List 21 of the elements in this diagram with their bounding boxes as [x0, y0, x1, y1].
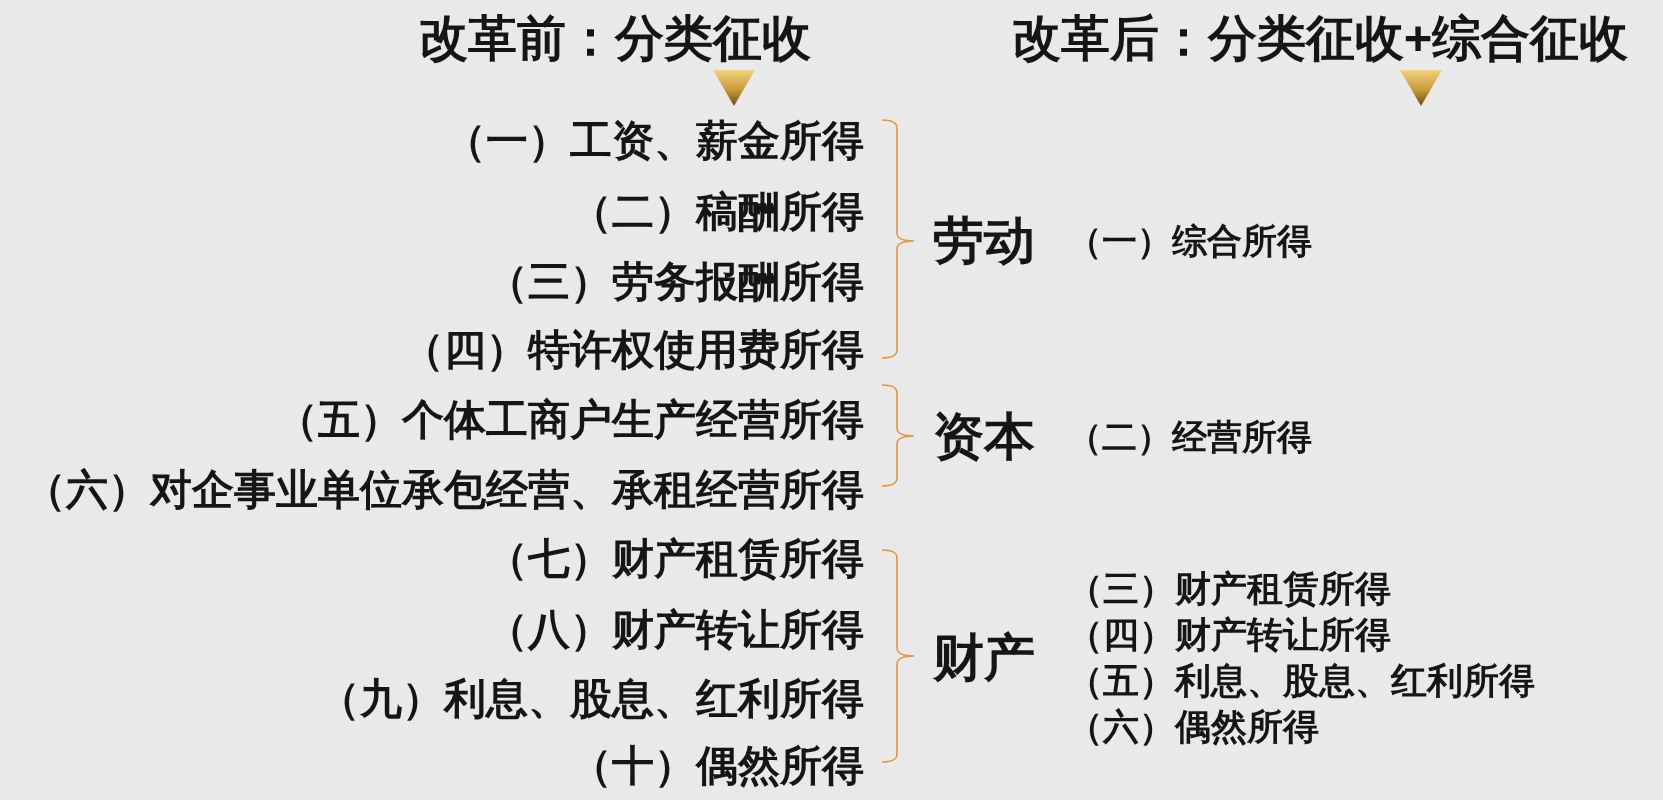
- income-item: （一）工资、薪金所得: [444, 117, 864, 165]
- category-label: 财产: [933, 629, 1035, 687]
- column-heading: 改革前：分类征收: [419, 10, 811, 66]
- income-item: （三）劳务报酬所得: [486, 258, 864, 306]
- column-heading: 改革后：分类征收+综合征收: [1011, 10, 1629, 66]
- income-item: （九）利息、股息、红利所得: [318, 675, 864, 723]
- income-item: （五）个体工商户生产经营所得: [276, 396, 864, 444]
- income-item: （八）财产转让所得: [486, 606, 864, 654]
- income-item: （十）偶然所得: [570, 742, 864, 790]
- income-item: （六）对企事业单位承包经营、承租经营所得: [24, 466, 864, 514]
- income-item: （七）财产租赁所得: [486, 535, 864, 583]
- income-item: （二）稿酬所得: [570, 188, 864, 236]
- merged-income-item: （五）利息、股息、红利所得: [1067, 660, 1535, 702]
- merged-income-item: （六）偶然所得: [1067, 706, 1319, 748]
- income-item: （四）特许权使用费所得: [402, 326, 864, 374]
- category-label: 劳动: [933, 212, 1035, 270]
- merged-income-item: （一）综合所得: [1067, 221, 1312, 261]
- merged-income-item: （三）财产租赁所得: [1067, 568, 1391, 610]
- category-label: 资本: [933, 408, 1035, 466]
- merged-income-item: （二）经营所得: [1067, 417, 1312, 457]
- merged-income-item: （四）财产转让所得: [1067, 614, 1391, 656]
